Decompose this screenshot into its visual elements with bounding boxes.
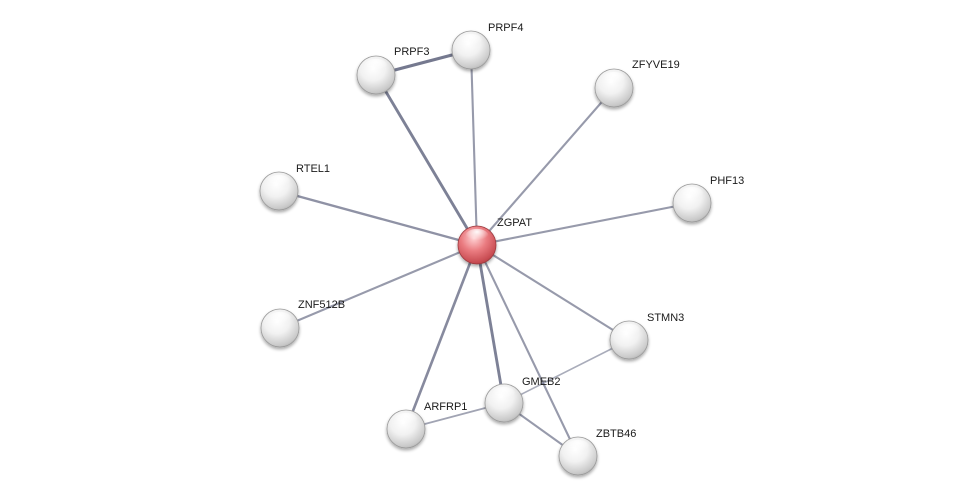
node-phf13[interactable]: PHF13 — [672, 175, 744, 223]
node-label-zbtb46: ZBTB46 — [596, 428, 636, 440]
node-highlight-zbtb46 — [566, 439, 590, 456]
node-label-prpf3: PRPF3 — [394, 46, 429, 58]
edge-zgpat-prpf4[interactable] — [469, 48, 479, 247]
edge-gmeb2-stmn3[interactable] — [503, 339, 630, 404]
node-label-stmn3: STMN3 — [647, 312, 684, 324]
node-highlight-phf13 — [680, 186, 704, 203]
edge-zgpat-arfrp1[interactable] — [404, 243, 479, 431]
node-prpf3[interactable]: PRPF3 — [356, 46, 429, 95]
node-zbtb46[interactable]: ZBTB46 — [558, 428, 636, 476]
node-highlight-rtel1 — [267, 174, 291, 191]
node-label-phf13: PHF13 — [710, 175, 744, 187]
node-label-zfyve19: ZFYVE19 — [632, 59, 680, 71]
edge-zgpat-stmn3[interactable] — [475, 243, 631, 342]
node-highlight-zfyve19 — [602, 71, 626, 88]
edge-zgpat-zfyve19[interactable] — [475, 86, 616, 247]
node-highlight-stmn3 — [617, 323, 641, 340]
edge-zgpat-phf13[interactable] — [475, 201, 694, 247]
node-zgpat[interactable]: ZGPAT — [457, 217, 532, 265]
node-highlight-znf512b — [268, 311, 292, 328]
edge-zgpat-gmeb2[interactable] — [475, 243, 506, 405]
node-label-prpf4: PRPF4 — [488, 22, 523, 34]
node-prpf4[interactable]: PRPF4 — [451, 22, 523, 70]
node-label-arfrp1: ARFRP1 — [424, 401, 467, 413]
node-rtel1[interactable]: RTEL1 — [259, 163, 330, 211]
edge-zgpat-prpf3[interactable] — [374, 73, 479, 247]
node-highlight-arfrp1 — [394, 412, 418, 429]
node-zfyve19[interactable]: ZFYVE19 — [594, 59, 680, 108]
edge-zgpat-zbtb46[interactable] — [475, 243, 580, 458]
edge-zgpat-znf512b[interactable] — [278, 243, 479, 330]
node-label-zgpat: ZGPAT — [497, 217, 532, 229]
node-highlight-gmeb2 — [492, 386, 516, 403]
node-highlight-zgpat — [465, 228, 489, 245]
node-stmn3[interactable]: STMN3 — [609, 312, 684, 360]
edge-zgpat-rtel1[interactable] — [277, 189, 479, 247]
node-highlight-prpf3 — [364, 58, 388, 75]
node-gmeb2[interactable]: GMEB2 — [484, 376, 561, 423]
node-znf512b[interactable]: ZNF512B — [260, 299, 345, 348]
node-label-gmeb2: GMEB2 — [522, 376, 561, 388]
node-label-znf512b: ZNF512B — [298, 299, 345, 311]
node-highlight-prpf4 — [459, 33, 483, 50]
node-label-rtel1: RTEL1 — [296, 163, 330, 175]
node-arfrp1[interactable]: ARFRP1 — [386, 401, 467, 449]
